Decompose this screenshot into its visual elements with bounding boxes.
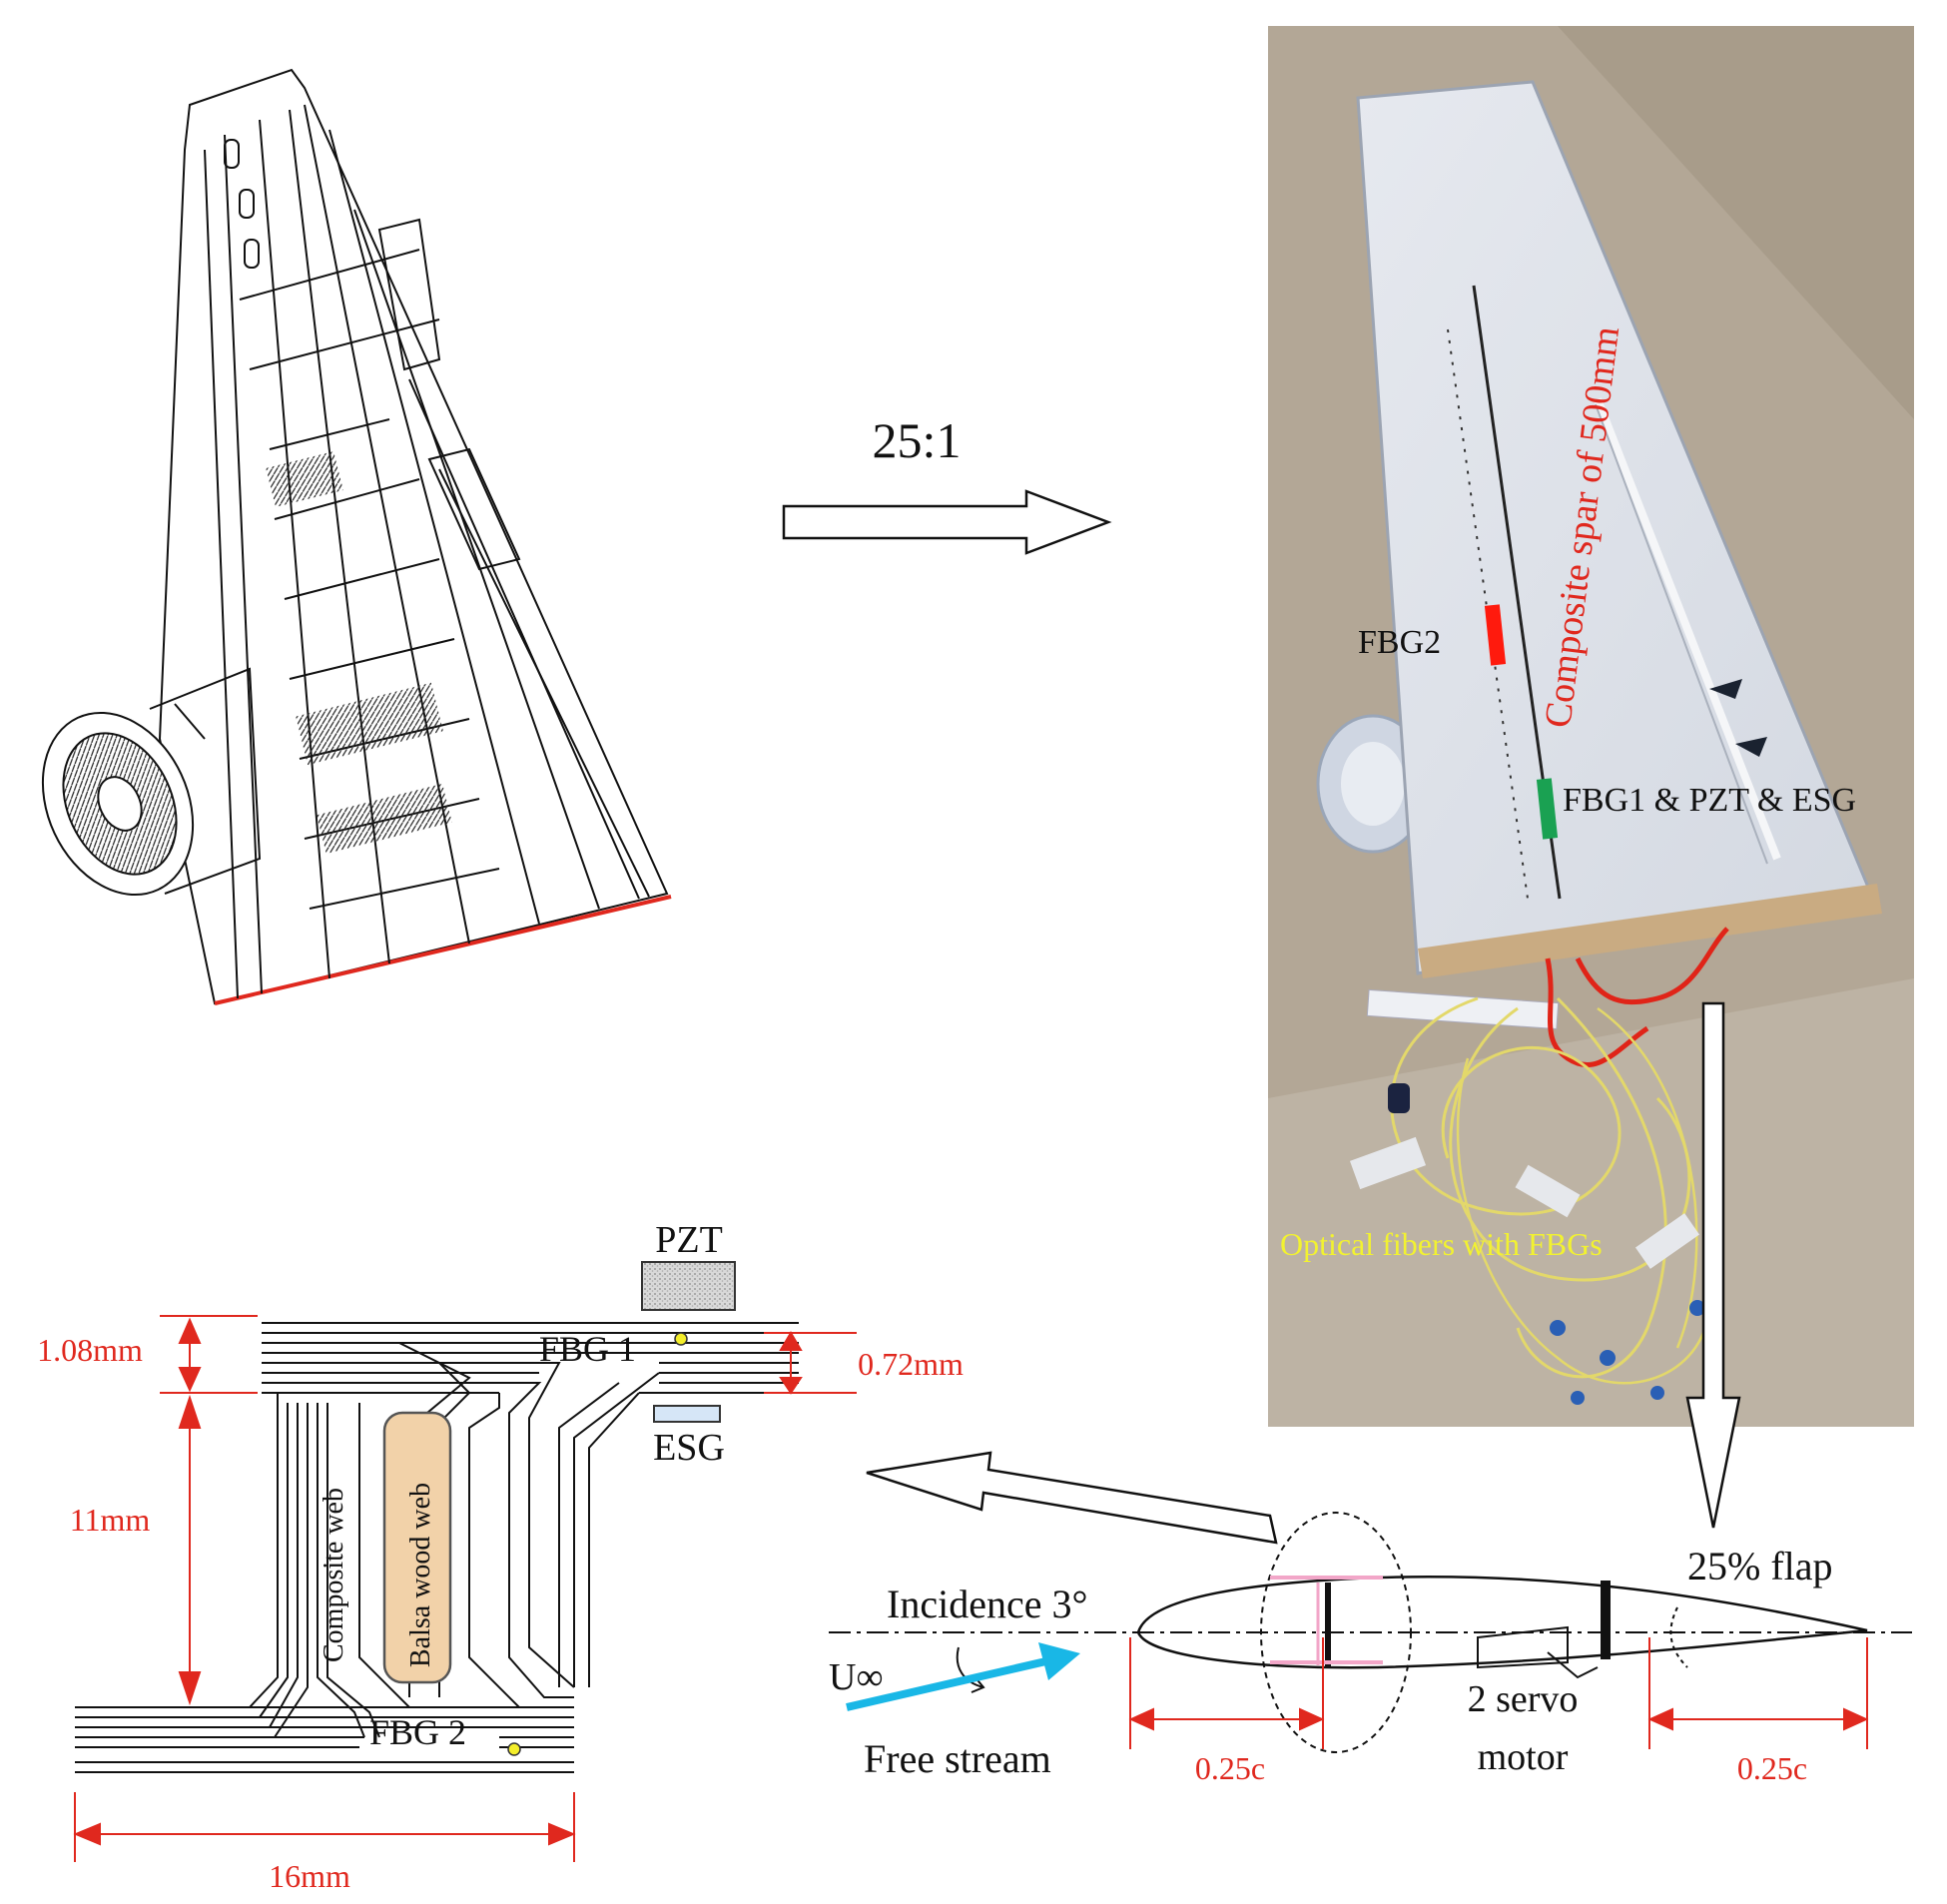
flap-label: 25% flap <box>1687 1544 1833 1588</box>
spar-cross-section <box>75 1322 799 1773</box>
fbg1-label: FBG 1 <box>539 1329 636 1369</box>
photo-fbg1-label: FBG1 & PZT & ESG <box>1563 782 1856 819</box>
esg-label: ESG <box>653 1427 725 1469</box>
esg-block <box>653 1405 721 1423</box>
photo-fibers-label: Optical fibers with FBGs <box>1280 1226 1603 1262</box>
wing-line-drawing <box>41 68 672 1005</box>
airfoil-dim-left: 0.25c <box>1195 1750 1265 1786</box>
composite-web-label: Composite web <box>319 1488 349 1662</box>
dim-height: 11mm <box>70 1502 151 1538</box>
airfoil-dim-right: 0.25c <box>1737 1750 1807 1786</box>
fbg2-label: FBG 2 <box>369 1712 466 1752</box>
dim-flange-top: 1.08mm <box>37 1332 143 1368</box>
servo-label-2: motor <box>1478 1736 1569 1778</box>
airfoil-dimensions <box>1128 1637 1869 1749</box>
section-arrow <box>866 1451 1278 1545</box>
scale-label: 25:1 <box>873 412 962 468</box>
free-stream-arrowhead <box>1038 1642 1080 1680</box>
balsa-web-block <box>382 1411 452 1684</box>
servo-label-1: 2 servo <box>1468 1678 1579 1720</box>
dim-width: 16mm <box>269 1858 350 1894</box>
incidence-label: Incidence 3° <box>887 1582 1087 1626</box>
photo-fbg2-label: FBG2 <box>1358 624 1441 661</box>
balsa-web-label: Balsa wood web <box>405 1483 436 1667</box>
fbg2-marker <box>1484 604 1507 666</box>
free-stream-label: Free stream <box>864 1736 1051 1781</box>
fbg2-dot <box>507 1742 521 1756</box>
pzt-label: PZT <box>655 1219 723 1261</box>
down-arrow <box>1685 1001 1741 1529</box>
fbg1-dot <box>674 1332 688 1346</box>
scale-arrow <box>782 489 1112 555</box>
fbg1-marker <box>1536 778 1559 840</box>
wing-model-photo <box>1268 26 1914 1427</box>
airfoil-diagram <box>829 1512 1912 1753</box>
free-stream-arrow <box>846 1653 1064 1711</box>
pzt-block <box>641 1261 736 1311</box>
uinf-label: U∞ <box>829 1656 884 1698</box>
dim-flange-side: 0.72mm <box>858 1346 964 1382</box>
cross-section-dimensions <box>73 1315 857 1862</box>
